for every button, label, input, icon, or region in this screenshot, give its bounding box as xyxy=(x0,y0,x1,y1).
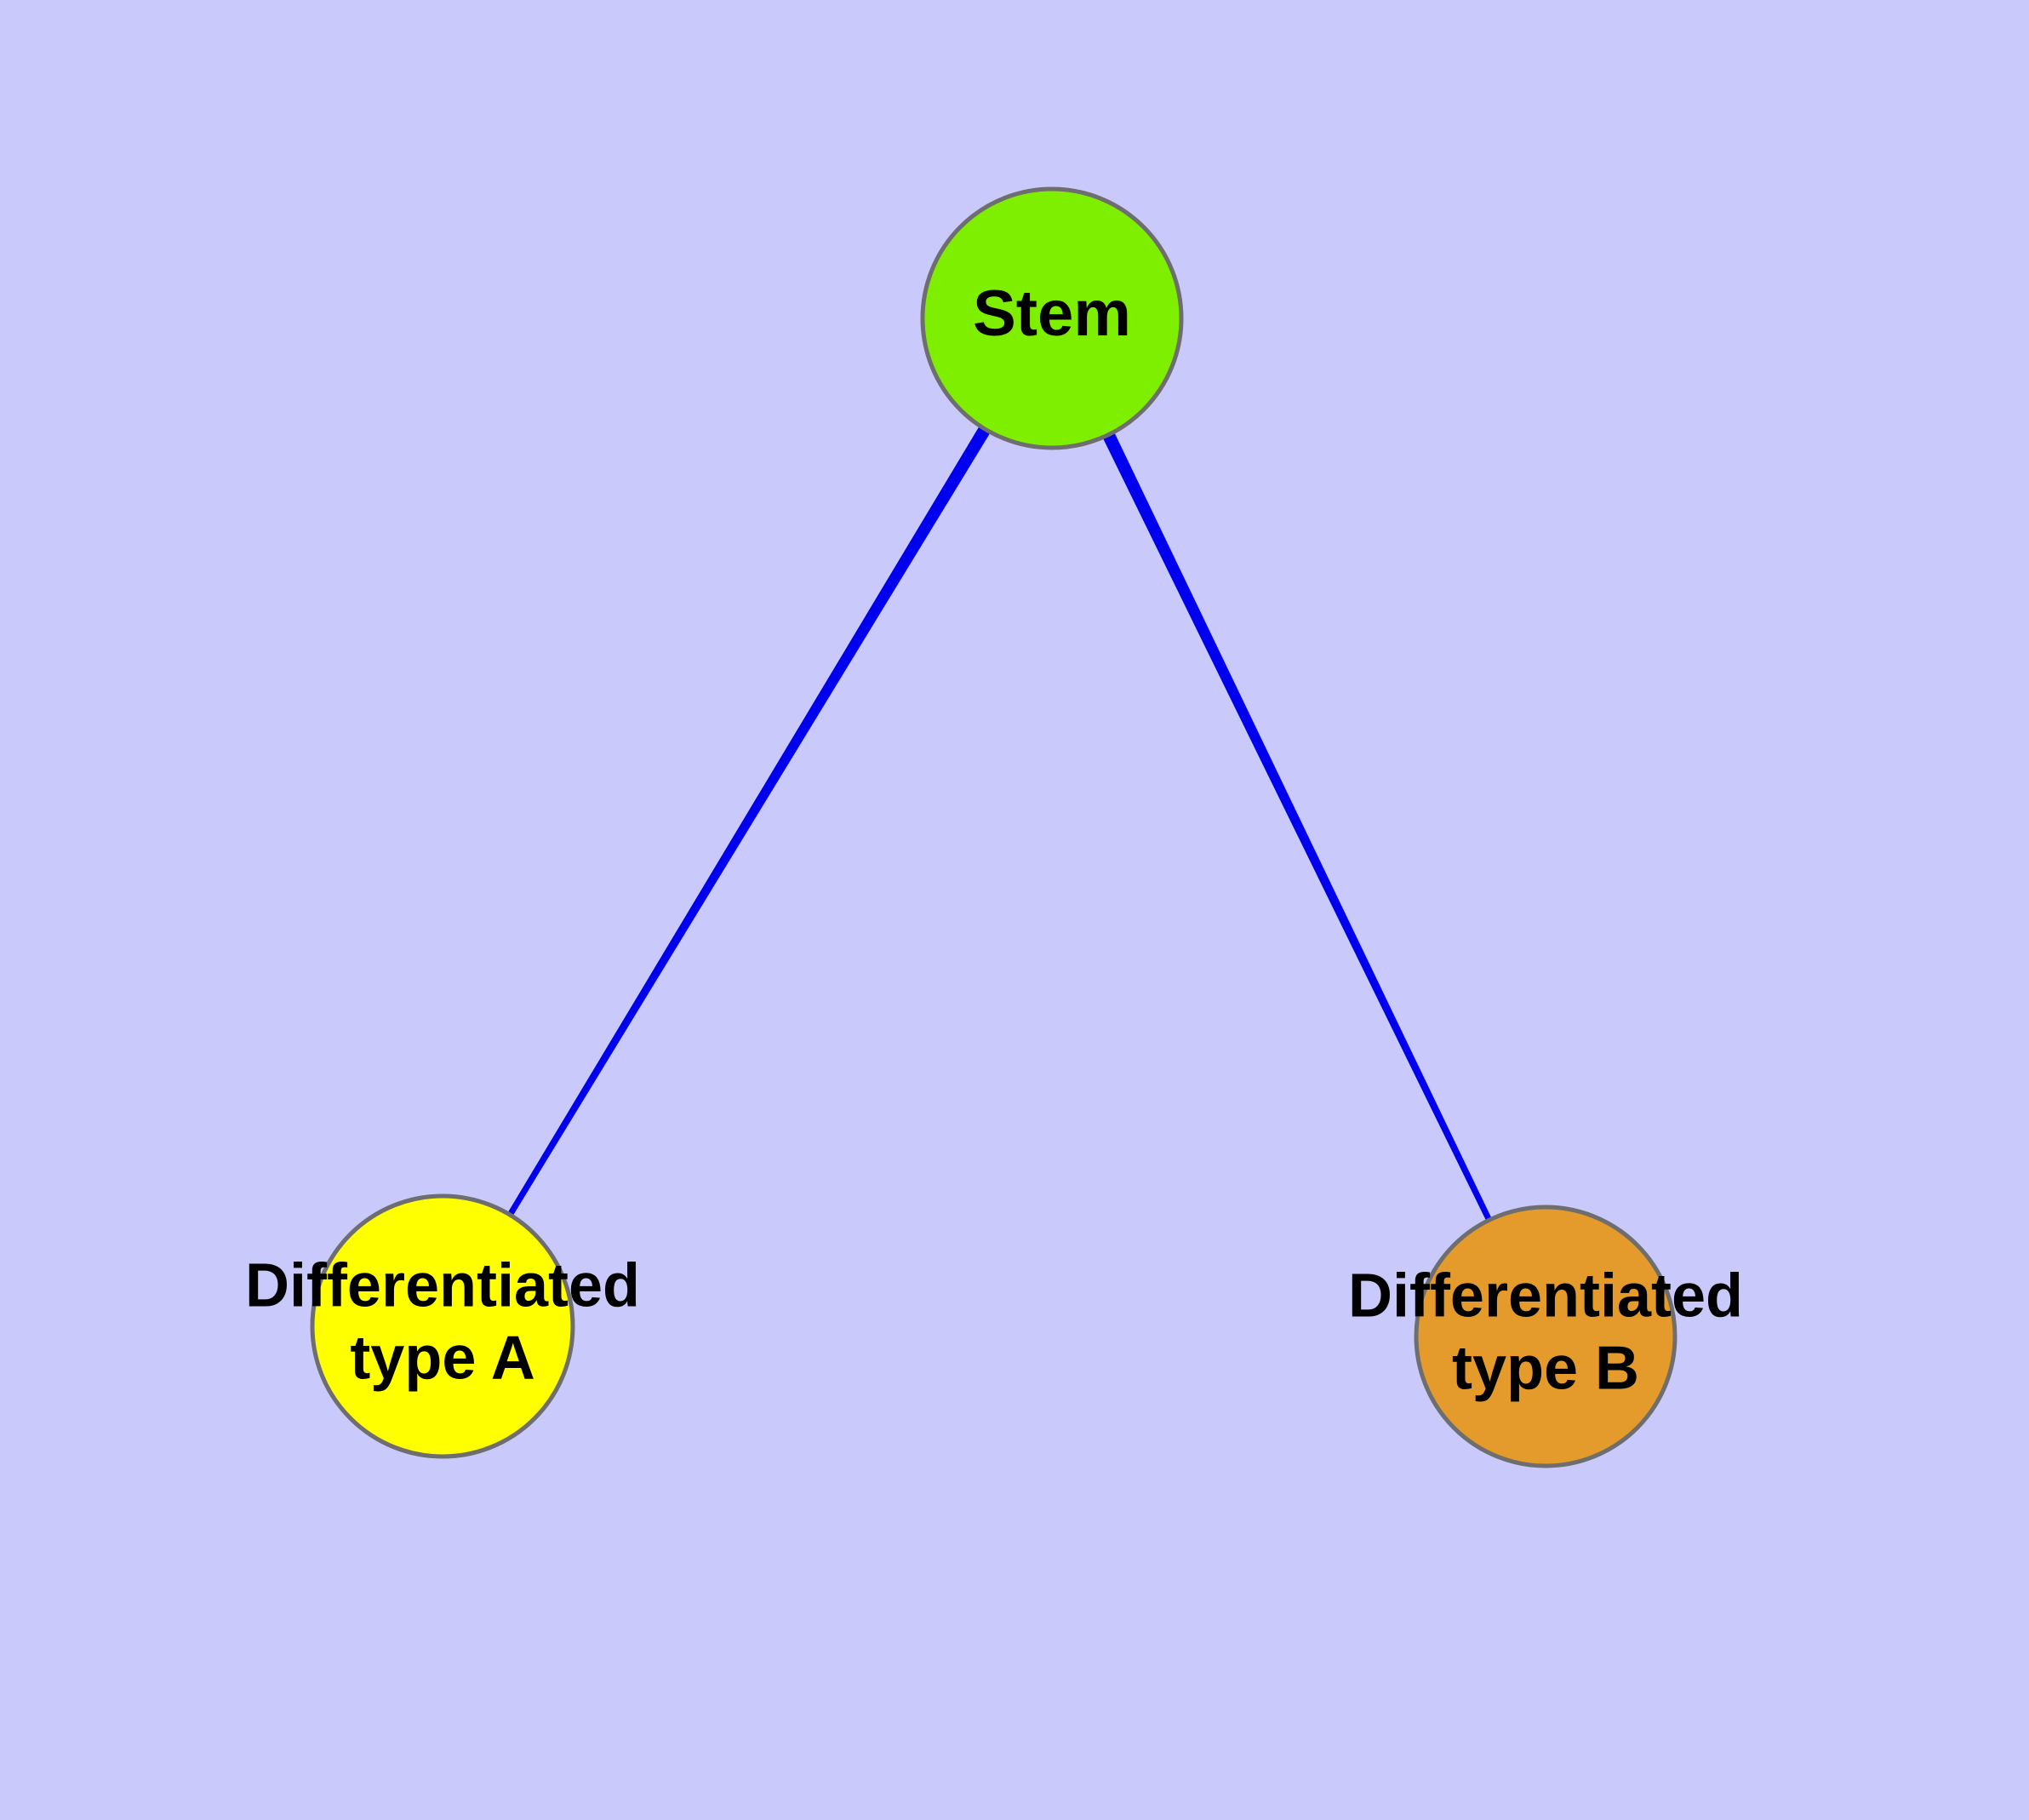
node-label-stem: Stem xyxy=(973,278,1131,350)
graph-edge-stem-to-diff-b[interactable] xyxy=(1101,430,1493,1223)
node-label-line: type B xyxy=(1452,1334,1639,1402)
graph-edge-stem-to-diff-a[interactable] xyxy=(506,424,992,1218)
edges-layer xyxy=(506,424,1493,1223)
node-circle-diff_a[interactable] xyxy=(310,1193,575,1459)
node-label-line: Differentiated xyxy=(1348,1262,1743,1331)
node-circle-stem[interactable] xyxy=(920,186,1184,450)
node-circle-diff_b[interactable] xyxy=(1414,1205,1677,1468)
node-label-line: Stem xyxy=(973,278,1131,350)
node-label-line: Differentiated xyxy=(245,1252,640,1320)
graph-node-stem[interactable]: Stem xyxy=(920,186,1184,450)
node-label-line: type A xyxy=(350,1324,534,1392)
